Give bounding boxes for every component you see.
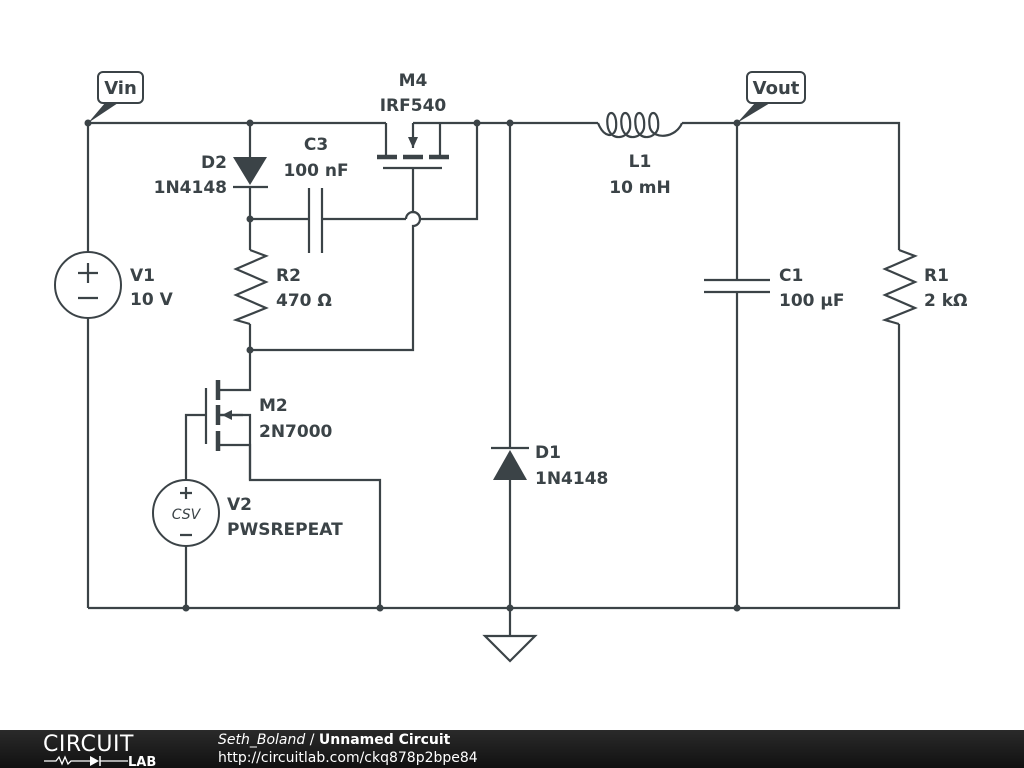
junction-dot: [473, 119, 481, 127]
junction-dot: [246, 215, 254, 223]
component-m2[interactable]: M2 2N7000: [204, 380, 333, 480]
junction-dot: [506, 604, 514, 612]
r1-name: R1: [924, 266, 949, 286]
net-label-vin-text: Vin: [104, 78, 137, 99]
component-r1[interactable]: R1 2 kΩ: [881, 248, 968, 326]
logo-top-text: CIRCUIT: [43, 732, 134, 757]
net-label-box: [97, 71, 144, 104]
wire-m4-gate: [250, 168, 422, 352]
net-label-box: [746, 71, 806, 104]
net-label-pointer: [88, 103, 118, 123]
junction-dot: [733, 604, 741, 612]
r2-value: 470 Ω: [276, 291, 332, 311]
junction-dot: [246, 119, 254, 127]
component-d1[interactable]: D1 1N4148: [491, 443, 608, 489]
wire-m2-gate: [184, 413, 206, 608]
csv-source-icon: [152, 479, 220, 547]
ground-symbol: [482, 634, 538, 663]
plus-minus-icon: [180, 487, 192, 537]
footer-bar: CIRCUIT LAB Seth_Boland / Unnamed Circui…: [0, 730, 1024, 768]
title-separator: /: [305, 732, 319, 748]
v2-value: PWSREPEAT: [227, 520, 343, 540]
v2-name: V2: [227, 495, 252, 515]
d2-name: D2: [201, 153, 227, 173]
junction-dot: [506, 119, 514, 127]
wire-c3: [250, 123, 479, 221]
c3-name: C3: [304, 135, 328, 155]
ground-icon: [482, 634, 538, 663]
net-label-vout[interactable]: Vout: [737, 71, 806, 123]
component-c1[interactable]: C1 100 µF: [704, 266, 845, 311]
d1-name: D1: [535, 443, 561, 463]
wires: [86, 121, 901, 636]
mosfet-arrow-icon: [222, 410, 232, 420]
d1-value: 1N4148: [535, 469, 608, 489]
c3-value: 100 nF: [283, 161, 348, 181]
component-v1[interactable]: V1 10 V: [54, 251, 174, 319]
v1-name: V1: [130, 266, 155, 286]
c1-value: 100 µF: [779, 291, 845, 311]
author-link[interactable]: Seth_Boland: [218, 732, 306, 748]
plus-minus-icon: [78, 263, 98, 300]
l1-name: L1: [629, 152, 652, 172]
capacitor-icon: [307, 188, 324, 253]
component-c3[interactable]: C3 100 nF: [283, 135, 349, 253]
resistor-icon: [881, 248, 918, 326]
component-l1[interactable]: L1 10 mH: [596, 111, 684, 198]
mosfet-source-lead: [220, 413, 252, 480]
junction-dot: [376, 604, 384, 612]
m4-value: IRF540: [380, 96, 447, 116]
net-label-vin[interactable]: Vin: [88, 71, 144, 123]
component-r2[interactable]: R2 470 Ω: [232, 248, 332, 326]
d2-value: 1N4148: [154, 178, 227, 198]
circuitlab-logo[interactable]: CIRCUIT LAB: [42, 731, 177, 767]
r1-value: 2 kΩ: [924, 291, 968, 311]
component-m4[interactable]: M4 IRF540: [377, 71, 449, 170]
c1-name: C1: [779, 266, 803, 286]
net-label-pointer: [737, 103, 770, 123]
diode-icon: [233, 157, 267, 185]
m2-value: 2N7000: [259, 422, 333, 442]
diode-icon: [493, 450, 527, 480]
logo-bottom-text: LAB: [128, 755, 156, 767]
capacitor-icon: [704, 278, 770, 294]
footer-title-line: Seth_Boland / Unnamed Circuit: [218, 732, 450, 748]
circuit-url[interactable]: http://circuitlab.com/ckq878p2bpe84: [218, 750, 478, 766]
logo-diode-icon: [90, 756, 99, 766]
mosfet-arrow-icon: [408, 137, 418, 148]
wire-bottom: [88, 324, 901, 610]
inductor-icon: [596, 111, 684, 139]
net-label-vout-text: Vout: [753, 78, 800, 99]
junctions: [84, 119, 741, 612]
v2-symbol-text: CSV: [172, 507, 202, 523]
junction-dot: [246, 346, 254, 354]
voltage-source-icon: [54, 251, 122, 319]
m2-name: M2: [259, 396, 288, 416]
component-d2[interactable]: D2 1N4148: [154, 153, 268, 198]
schematic-canvas: Vin Vout V1 10 V D2 1N4148 C3 100 nF R2 …: [54, 71, 968, 663]
wire-top-right: [682, 121, 901, 250]
component-v2[interactable]: CSV V2 PWSREPEAT: [152, 479, 343, 547]
circuit-title[interactable]: Unnamed Circuit: [318, 732, 451, 748]
resistor-icon: [232, 248, 269, 326]
v1-value: 10 V: [130, 290, 174, 310]
r2-name: R2: [276, 266, 301, 286]
logo-resistor-icon: [44, 755, 128, 766]
junction-dot: [182, 604, 190, 612]
l1-value: 10 mH: [609, 178, 671, 198]
m4-name: M4: [399, 71, 428, 91]
